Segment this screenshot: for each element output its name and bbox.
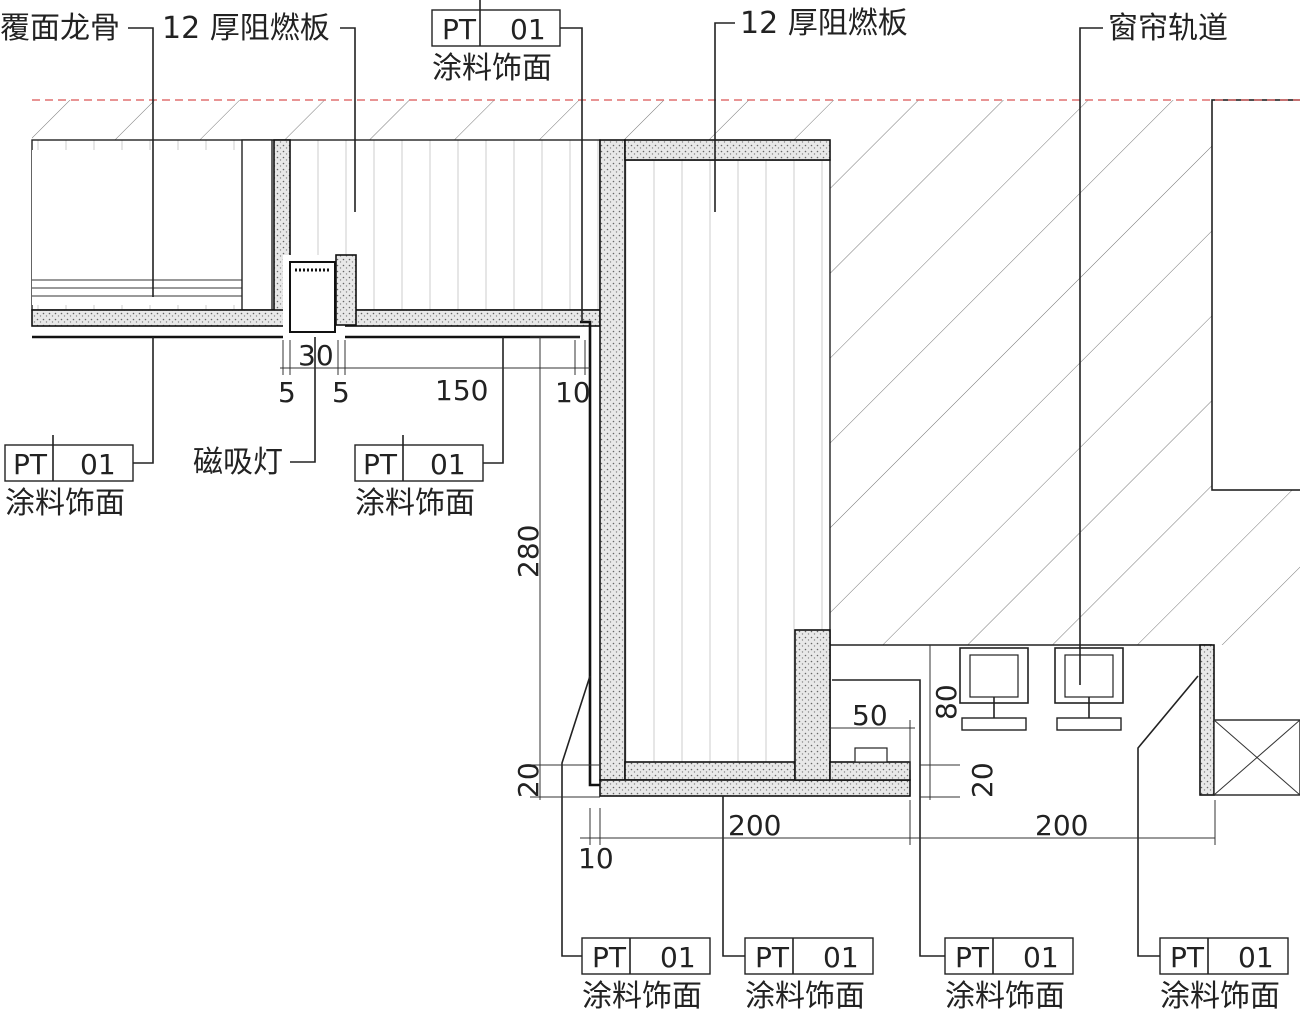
finish-tag: PT 01 涂料饰面 <box>1137 675 1289 1013</box>
tags-4-code-text: PT <box>755 941 790 974</box>
left-ceiling <box>31 139 601 339</box>
dimensions-soffit_width-text: 200 <box>728 809 781 842</box>
tags-2-number-text: 01 <box>430 448 466 481</box>
tags-5-number-text: 01 <box>1023 941 1059 974</box>
label-keel: 覆面龙骨 <box>0 11 154 297</box>
tags-0-description-text: 涂料饰面 <box>432 51 552 86</box>
dimensions-pocket_height-text: 80 <box>930 684 963 720</box>
finish-tag: PT 01 涂料饰面 <box>354 337 504 521</box>
dimensions: 30 5 5 150 10 280 20 10 200 200 50 80 20 <box>278 336 1216 875</box>
board-right-label: 12 厚阻燃板 <box>740 6 908 41</box>
dimensions-ceiling_span-text: 150 <box>435 374 488 407</box>
tags-6-description-text: 涂料饰面 <box>1160 979 1280 1013</box>
tags-0-code-text: PT <box>442 13 477 46</box>
dimensions-gap_left-text: 5 <box>278 376 296 409</box>
dimensions-pocket_width-text: 200 <box>1035 809 1088 842</box>
tags-4-number-text: 01 <box>823 941 859 974</box>
right-wall <box>1199 644 1300 796</box>
finish-tag: PT 01 涂料饰面 <box>561 675 711 1013</box>
tags-6-code-text: PT <box>1170 941 1205 974</box>
finish-tag: PT 01 涂料饰面 <box>4 337 154 521</box>
dimensions-ledge-text: 20 <box>966 762 999 798</box>
soffit-box <box>580 139 911 797</box>
curtain-track-right <box>1054 647 1124 731</box>
dimensions-bottom_board-text: 20 <box>512 762 545 798</box>
label-board-right: 12 厚阻燃板 <box>714 6 908 212</box>
tags-5-code-text: PT <box>955 941 990 974</box>
tags-6-number-text: 01 <box>1238 941 1274 974</box>
magnetic-light-label: 磁吸灯 <box>193 445 283 480</box>
tags-3-description-text: 涂料饰面 <box>582 979 702 1013</box>
label-curtain-track: 窗帘轨道 <box>1079 11 1228 685</box>
keel-label: 覆面龙骨 <box>0 11 120 46</box>
label-magnetic-light: 磁吸灯 <box>193 337 316 480</box>
tags-4-description-text: 涂料饰面 <box>745 979 865 1013</box>
tags-3-code-text: PT <box>592 941 627 974</box>
tags-3-number-text: 01 <box>660 941 696 974</box>
dimensions-gap_right-text: 5 <box>332 376 350 409</box>
dimensions-slot_width-text: 30 <box>298 339 334 372</box>
finish-tag: PT 01 涂料饰面 <box>431 0 583 322</box>
curtain-track-label: 窗帘轨道 <box>1108 11 1228 46</box>
curtain-track-left <box>959 647 1029 731</box>
board-left-label: 12 厚阻燃板 <box>162 11 330 46</box>
tags-0-number-text: 01 <box>510 13 546 46</box>
finish-tag: PT 01 涂料饰面 <box>722 796 874 1013</box>
dimensions-step-text: 10 <box>555 376 591 409</box>
tags-1-number-text: 01 <box>80 448 116 481</box>
tags-1-description-text: 涂料饰面 <box>5 486 125 521</box>
tags-2-code-text: PT <box>363 448 398 481</box>
finish-tag: PT 01 涂料饰面 <box>832 679 1074 1013</box>
dimensions-curtain_gap-text: 50 <box>852 699 888 732</box>
dimensions-soffit_height-text: 280 <box>512 525 545 578</box>
magnetic-light-slot <box>283 254 357 337</box>
concrete-slab <box>32 99 1300 646</box>
tags-5-description-text: 涂料饰面 <box>945 979 1065 1013</box>
label-board-left: 12 厚阻燃板 <box>162 11 356 212</box>
tags-1-code-text: PT <box>13 448 48 481</box>
tags-2-description-text: 涂料饰面 <box>355 486 475 521</box>
dimensions-offset_bottom-text: 10 <box>578 842 614 875</box>
